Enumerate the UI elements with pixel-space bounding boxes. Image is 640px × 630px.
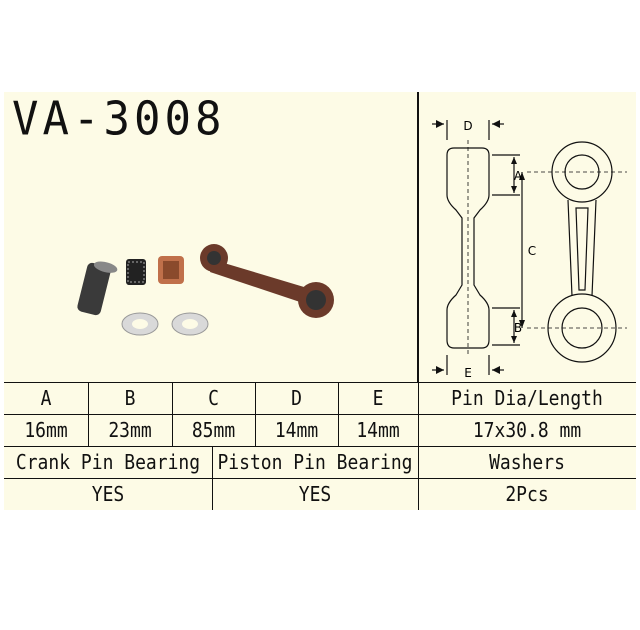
crank-pin-icon <box>77 261 118 316</box>
diagram-label-e: E <box>464 366 472 380</box>
header-a: A <box>40 385 52 411</box>
header-pin: Pin Dia/Length <box>451 385 603 411</box>
header-e: E <box>372 385 384 411</box>
spec-sheet: VA-3008 <box>4 92 636 510</box>
washer-icon <box>171 312 209 336</box>
washer-icon <box>121 312 159 336</box>
value-c: 85mm <box>191 417 236 443</box>
rod-dimension-diagram: D E A C B <box>432 119 627 380</box>
value-pin: 17x30.8 mm <box>472 417 582 443</box>
needle-bearing-icon <box>126 259 146 285</box>
value-washers: 2Pcs <box>505 481 549 507</box>
value-e: 14mm <box>356 417 400 443</box>
connecting-rod-icon <box>200 244 334 318</box>
value-crank-bearing: YES <box>91 481 125 507</box>
diagram-label-d: D <box>463 119 472 133</box>
spec-table: A B C D E Pin Dia/Length 16mm 23mm 85mm … <box>4 382 636 510</box>
header-b: B <box>124 385 136 411</box>
value-b: 23mm <box>108 417 152 443</box>
header-piston-bearing: Piston Pin Bearing <box>217 449 413 475</box>
value-a: 16mm <box>24 417 68 443</box>
product-photo <box>77 244 334 336</box>
diagram-label-a: A <box>514 169 523 183</box>
value-piston-bearing: YES <box>298 481 332 507</box>
diagram-label-b: B <box>514 321 522 335</box>
part-number-title: VA-3008 <box>12 92 226 147</box>
diagram-label-c: C <box>528 244 536 258</box>
section-divider <box>417 92 419 382</box>
value-d: 14mm <box>274 417 319 443</box>
header-crank-bearing: Crank Pin Bearing <box>15 449 201 475</box>
header-c: C <box>208 385 219 411</box>
copper-bearing-icon <box>158 256 184 284</box>
header-d: D <box>291 385 302 411</box>
header-washers: Washers <box>489 449 565 475</box>
